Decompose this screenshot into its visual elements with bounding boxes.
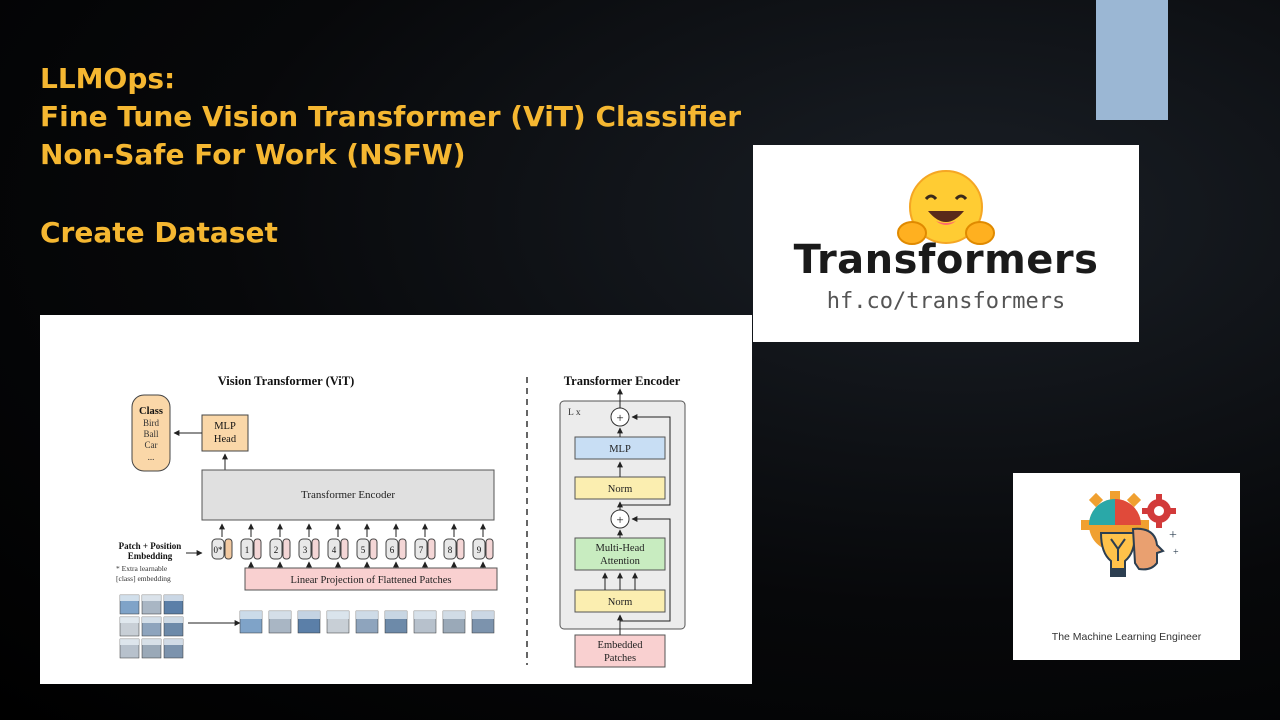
source-image-tile-sky <box>142 639 161 645</box>
position-token <box>443 538 457 560</box>
encoder-attention-line-2: Attention <box>600 556 640 567</box>
patch-position-line-1: Patch + Position <box>119 541 182 551</box>
encoder-mlp-label: MLP <box>609 444 631 455</box>
linear-projection-label: Linear Projection of Flattened Patches <box>291 575 452 586</box>
patch-embedding-token <box>427 538 436 560</box>
flattened-patch-sky <box>298 611 320 619</box>
source-image-tile-sky <box>164 595 183 601</box>
source-image-tile-sky <box>142 617 161 623</box>
mle-logo-panel: + + The Machine Learning Engineer <box>1013 473 1240 660</box>
position-token-label: 9 <box>477 545 482 555</box>
position-token-label: 1 <box>245 545 250 555</box>
mlp-head-line-1: MLP <box>214 421 236 432</box>
patch-embedding-token <box>311 538 320 560</box>
patch-embedding-token <box>253 538 262 560</box>
transformers-wordmark: Transformers <box>793 237 1099 283</box>
encoder-attention-line-1: Multi-Head <box>596 543 646 554</box>
mlp-head-box: MLP Head <box>201 414 249 452</box>
title-line-1: LLMOps: <box>40 62 176 95</box>
patch-embedding-token <box>398 538 407 560</box>
flattened-patch-sky <box>356 611 378 619</box>
flattened-patch-sky <box>240 611 262 619</box>
position-token-label: 0* <box>214 545 224 555</box>
vit-encoder-box: Transformer Encoder <box>201 469 495 521</box>
encoder-norm-bottom-label: Norm <box>608 597 633 608</box>
flattened-patch-sky <box>414 611 436 619</box>
flattened-patch-sky <box>472 611 494 619</box>
extra-note-line-2: [class] embedding <box>116 574 171 583</box>
patch-embedding-token <box>369 538 378 560</box>
source-image-tile-sky <box>120 617 139 623</box>
residual-add-middle-symbol: + <box>616 512 623 527</box>
class-output-box: Class Bird Ball Car ... <box>131 394 171 472</box>
position-token-label: 2 <box>274 545 279 555</box>
position-token <box>240 538 254 560</box>
source-image-grid <box>119 594 184 659</box>
source-image-tile-sky <box>120 595 139 601</box>
flattened-patch-sky <box>443 611 465 619</box>
flattened-patch-sky <box>385 611 407 619</box>
position-token <box>269 538 283 560</box>
embedded-patches-line-1: Embedded <box>598 640 644 651</box>
encoder-repeat-label: L x <box>568 408 581 418</box>
encoder-norm-top-label: Norm <box>608 484 633 495</box>
patch-embedding-token <box>485 538 494 560</box>
position-token <box>472 538 486 560</box>
vit-encoder-label: Transformer Encoder <box>301 489 395 501</box>
class-box-title: Class <box>139 406 163 417</box>
svg-text:+: + <box>1169 528 1177 543</box>
position-token-label: 6 <box>390 545 395 555</box>
svg-text:+: + <box>1173 547 1179 558</box>
patch-embedding-token <box>282 538 291 560</box>
residual-add-top-symbol: + <box>616 410 623 425</box>
embedded-patches-line-2: Patches <box>604 653 636 664</box>
slide-subtitle: Create Dataset <box>40 216 278 249</box>
position-token-label: 3 <box>303 545 308 555</box>
position-token <box>356 538 370 560</box>
title-line-2: Fine Tune Vision Transformer (ViT) Class… <box>40 100 741 133</box>
transformers-url: hf.co/transformers <box>826 289 1066 314</box>
flattened-patch-sky <box>327 611 349 619</box>
token-row: 0* 1 2 3 4 5 6 7 8 9 <box>211 523 494 568</box>
position-token <box>327 538 341 560</box>
title-line-3: Non-Safe For Work (NSFW) <box>40 138 466 171</box>
source-image-tile-sky <box>164 617 183 623</box>
patch-embedding-token <box>340 538 349 560</box>
patch-embedding-token <box>456 538 465 560</box>
class-item-ball: Ball <box>144 429 159 439</box>
slide-title: LLMOps: Fine Tune Vision Transformer (Vi… <box>40 60 741 252</box>
position-token <box>211 538 225 560</box>
class-item-bird: Bird <box>143 418 160 428</box>
encoder-detail-title: Transformer Encoder <box>564 374 681 388</box>
vit-architecture-diagram: Vision Transformer (ViT) Class Bird Ball… <box>116 374 686 668</box>
source-image-tile-sky <box>164 639 183 645</box>
linear-projection-box: Linear Projection of Flattened Patches <box>244 567 498 591</box>
hugging-face-emoji-icon <box>897 170 995 245</box>
patch-embedding-token <box>224 538 233 560</box>
extra-note-line-1: * Extra learnable <box>116 564 168 573</box>
position-token <box>298 538 312 560</box>
position-token <box>414 538 428 560</box>
mle-caption: The Machine Learning Engineer <box>1051 631 1202 643</box>
flattened-patch-sky <box>269 611 291 619</box>
vit-diagram-panel: Vision Transformer (ViT) Class Bird Ball… <box>40 315 752 684</box>
position-token-label: 8 <box>448 545 453 555</box>
gear-bulb-head-icon: + + <box>1081 491 1179 577</box>
encoder-attention-box <box>574 537 666 571</box>
transformers-logo-panel: Transformers hf.co/transformers <box>753 145 1139 342</box>
class-item-more: ... <box>148 452 155 462</box>
mlp-head-line-2: Head <box>214 434 237 445</box>
source-image-tile-sky <box>142 595 161 601</box>
position-token-label: 7 <box>419 545 424 555</box>
patch-strip <box>239 610 495 634</box>
position-token-label: 4 <box>332 545 337 555</box>
class-item-car: Car <box>145 440 158 450</box>
position-token-label: 5 <box>361 545 366 555</box>
source-image-tile-sky <box>120 639 139 645</box>
position-token <box>385 538 399 560</box>
patch-position-line-2: Embedding <box>128 551 173 561</box>
embedded-patches-box <box>574 634 666 668</box>
accent-rectangle <box>1096 0 1168 120</box>
vit-title: Vision Transformer (ViT) <box>218 374 355 388</box>
